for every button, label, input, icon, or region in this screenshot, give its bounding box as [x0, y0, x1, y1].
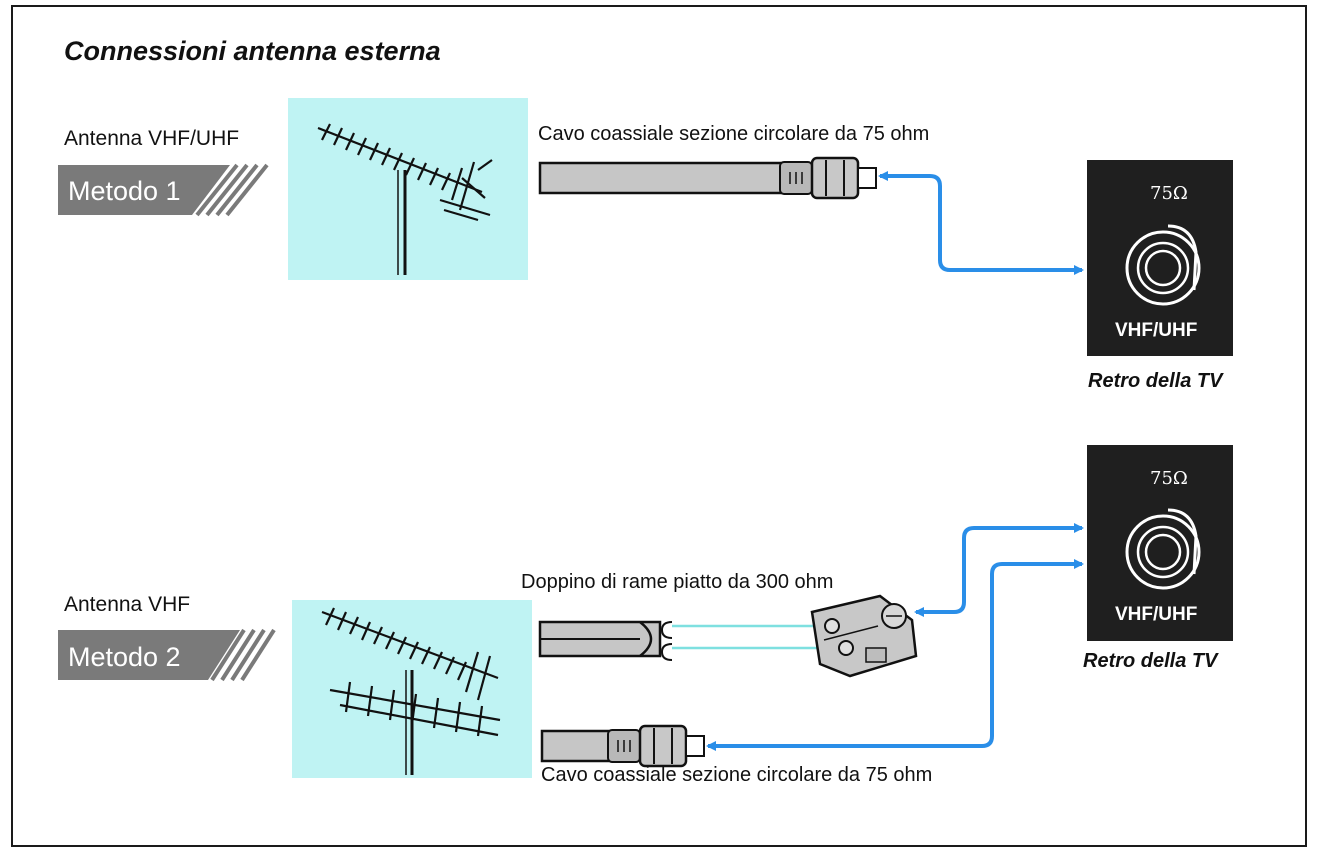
method1-badge-text: Metodo 1: [68, 176, 181, 206]
method2-antenna-panel: [292, 600, 532, 778]
method1-jack-ohm: 75Ω: [1150, 183, 1188, 204]
method1-tv-jack-panel: 75Ω VHF/UHF: [1087, 160, 1233, 356]
method1-coax-cable: [538, 156, 877, 200]
method1-antenna-panel: [288, 98, 528, 280]
method1-tv-back-label: Retro della TV: [1088, 370, 1223, 392]
method2-badge: Metodo 2: [58, 628, 276, 682]
method2-tv-jack-panel: 75Ω VHF/UHF: [1087, 445, 1233, 641]
method2-coax-arrow: [706, 559, 1084, 751]
diagram-title: Connessioni antenna esterna: [64, 36, 441, 66]
antenna-yagi-icon: [317, 123, 493, 275]
method2-coax-label: Cavo coassiale sezione circolare da 75 o…: [541, 764, 933, 786]
balun-adapter-icon: [810, 594, 918, 678]
method1-jack-label: VHF/UHF: [1115, 320, 1197, 341]
diagram-frame: [11, 5, 1307, 847]
method2-tv-back-label: Retro della TV: [1083, 650, 1218, 672]
method2-jack-ohm: 75Ω: [1150, 468, 1188, 489]
method2-balun-arrow: [914, 523, 1084, 617]
method1-connection-arrow: [878, 171, 1084, 275]
method2-antenna-label: Antenna VHF: [64, 593, 191, 616]
coax-jack-icon: [1125, 508, 1201, 590]
method1-antenna-label: Antenna VHF/UHF: [64, 127, 240, 150]
method2-flat-cable: [538, 620, 840, 661]
method2-coax-cable: [540, 724, 705, 768]
coax-jack-icon: [1125, 224, 1201, 306]
method2-jack-label: VHF/UHF: [1115, 604, 1197, 625]
method1-badge: Metodo 1: [58, 163, 269, 217]
method2-badge-text: Metodo 2: [68, 642, 181, 672]
antenna-dual-yagi-icon: [321, 607, 501, 775]
method1-cable-label: Cavo coassiale sezione circolare da 75 o…: [538, 123, 930, 145]
